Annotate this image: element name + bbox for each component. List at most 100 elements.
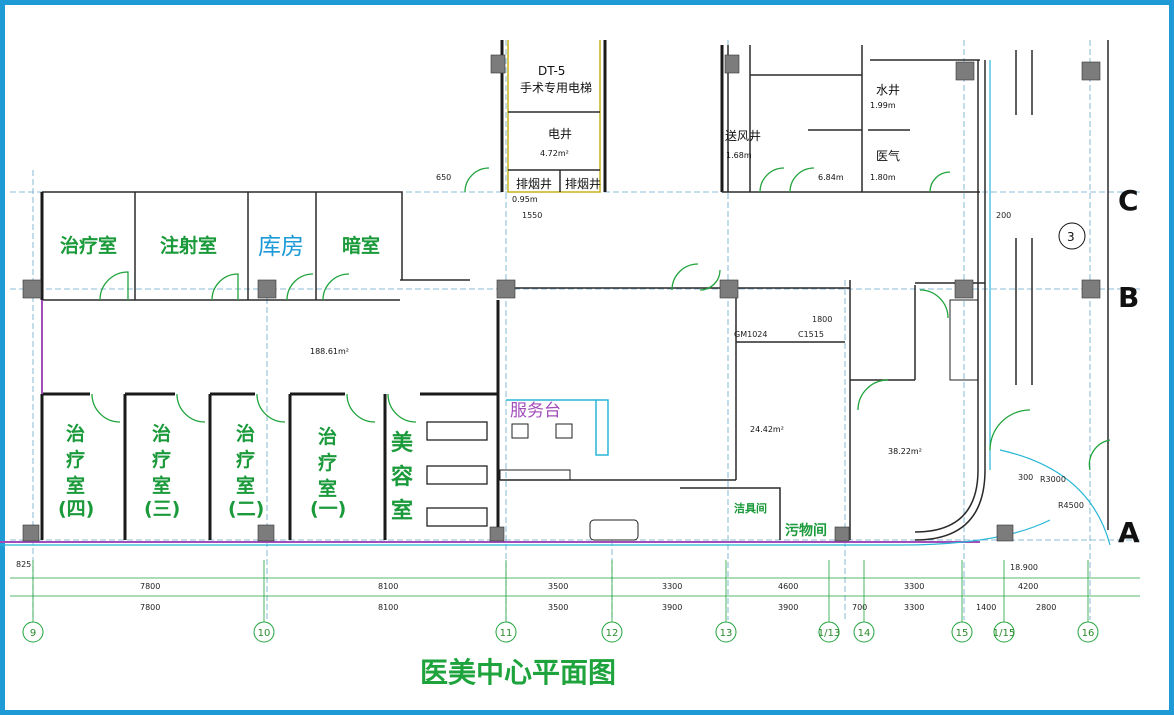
- dim-650: 650: [436, 173, 451, 182]
- svg-text:室: 室: [318, 477, 337, 500]
- water-shaft-label: 水井: [876, 83, 900, 97]
- area-right: 38.22m²: [888, 447, 922, 456]
- axis-number-label: 11: [500, 628, 513, 639]
- door-code-gm: GM1024: [734, 330, 767, 339]
- drawing-title: 医美中心平面图: [420, 656, 616, 689]
- doors: [91, 167, 1111, 471]
- area-elec: 4.72m²: [540, 149, 569, 158]
- room-treat-1: 治 疗 室 (一): [310, 425, 346, 520]
- dim-200: 200: [996, 211, 1011, 220]
- room-treat-top: 治疗室: [60, 234, 117, 257]
- svg-text:室: 室: [152, 474, 171, 497]
- area-air: 1.68m: [726, 151, 752, 160]
- grid-lines: [10, 40, 1140, 620]
- dim-r4500: R4500: [1058, 501, 1084, 510]
- svg-text:室: 室: [236, 474, 255, 497]
- room-beauty: 美 容 室: [391, 430, 414, 524]
- dim-r3000: R3000: [1040, 475, 1066, 484]
- svg-text:(一): (一): [310, 498, 346, 520]
- svg-text:3300: 3300: [662, 582, 682, 591]
- axis-number-label: 1/15: [993, 628, 1015, 639]
- area-mid: 6.84m: [818, 173, 844, 182]
- svg-text:3300: 3300: [904, 582, 924, 591]
- room-treat-2: 治 疗 室 (二): [228, 422, 264, 520]
- room-treat-4: 治 疗 室 (四): [58, 422, 94, 520]
- axis-number-label: 12: [606, 628, 619, 639]
- area-center: 24.42m²: [750, 425, 784, 434]
- svg-text:3: 3: [1067, 230, 1075, 244]
- area-corridor: 188.61m²: [310, 347, 349, 356]
- axis-number-label: 9: [30, 628, 36, 639]
- svg-text:(四): (四): [58, 498, 94, 520]
- area-smoke: 0.95m: [512, 195, 538, 204]
- svg-text:1400: 1400: [976, 603, 996, 612]
- svg-text:室: 室: [391, 498, 413, 524]
- area-gas: 1.80m: [870, 173, 896, 182]
- room-cleaning: 洁具间: [734, 501, 767, 515]
- axis-number-label: 10: [258, 628, 271, 639]
- svg-text:疗: 疗: [152, 448, 171, 471]
- axis-letter-b: B: [1118, 281, 1139, 314]
- svg-text:3300: 3300: [904, 603, 924, 612]
- axis-letter-c: C: [1118, 184, 1139, 217]
- svg-text:室: 室: [66, 474, 85, 497]
- elevator-code: DT-5: [538, 64, 565, 78]
- dim-elevation: 18.900: [1010, 563, 1038, 572]
- svg-text:3900: 3900: [778, 603, 798, 612]
- axis-letter-a: A: [1118, 516, 1140, 549]
- dims-row-1: 7800 8100 3500 3300 4600 3300 4200: [140, 582, 1038, 591]
- columns: [22, 54, 1101, 542]
- svg-text:700: 700: [852, 603, 867, 612]
- beauty-beds: [426, 421, 488, 527]
- dim-300: 300: [1018, 473, 1033, 482]
- svg-text:容: 容: [391, 464, 413, 490]
- svg-text:治: 治: [152, 422, 171, 445]
- svg-text:(二): (二): [228, 498, 264, 520]
- dims-row-2: 7800 8100 3500 3900 3900 700 3300 1400 2…: [140, 603, 1056, 612]
- smoke-shaft-1: 排烟井: [516, 177, 552, 191]
- area-water: 1.99m: [870, 101, 896, 110]
- walls: [40, 40, 1109, 541]
- axis-number-label: 16: [1082, 628, 1095, 639]
- axis-number-label: 14: [858, 628, 871, 639]
- svg-text:4600: 4600: [778, 582, 798, 591]
- svg-text:3500: 3500: [548, 582, 568, 591]
- svg-text:(三): (三): [144, 498, 180, 520]
- svg-text:3900: 3900: [662, 603, 682, 612]
- svg-text:疗: 疗: [66, 448, 85, 471]
- room-injection: 注射室: [160, 234, 217, 257]
- svg-text:美: 美: [391, 430, 414, 456]
- dim-1550: 1550: [522, 211, 542, 220]
- svg-text:3500: 3500: [548, 603, 568, 612]
- room-treat-3: 治 疗 室 (三): [144, 422, 180, 520]
- svg-text:8100: 8100: [378, 582, 398, 591]
- dimension-lines: [10, 577, 1140, 597]
- dim-1800: 1800: [812, 315, 832, 324]
- elevator-label: 手术专用电梯: [520, 80, 592, 95]
- room-storage: 库房: [258, 234, 304, 260]
- med-gas-label: 医气: [876, 148, 900, 163]
- svg-text:8100: 8100: [378, 603, 398, 612]
- svg-text:疗: 疗: [236, 448, 255, 471]
- svg-text:治: 治: [318, 425, 337, 448]
- axis-numbers: 9 10 11 12 13 1/13 14 15 1/15 16: [22, 560, 1099, 643]
- svg-text:2800: 2800: [1036, 603, 1056, 612]
- svg-text:7800: 7800: [140, 582, 160, 591]
- service-desk-furniture: [499, 299, 979, 541]
- air-shaft-label: 送风井: [725, 128, 761, 143]
- section-marker: 3: [1058, 222, 1086, 250]
- axis-number-label: 1/13: [818, 628, 840, 639]
- axis-number-label: 13: [720, 628, 733, 639]
- window-code-c: C1515: [798, 330, 824, 339]
- dim-825: 825: [16, 560, 31, 569]
- svg-text:7800: 7800: [140, 603, 160, 612]
- svg-text:治: 治: [236, 422, 255, 445]
- smoke-shaft-2: 排烟井: [565, 177, 601, 191]
- svg-text:4200: 4200: [1018, 582, 1038, 591]
- svg-text:治: 治: [66, 422, 85, 445]
- axis-number-label: 15: [956, 628, 969, 639]
- room-dirty: 污物间: [785, 522, 827, 539]
- elec-shaft-label: 电井: [548, 127, 572, 141]
